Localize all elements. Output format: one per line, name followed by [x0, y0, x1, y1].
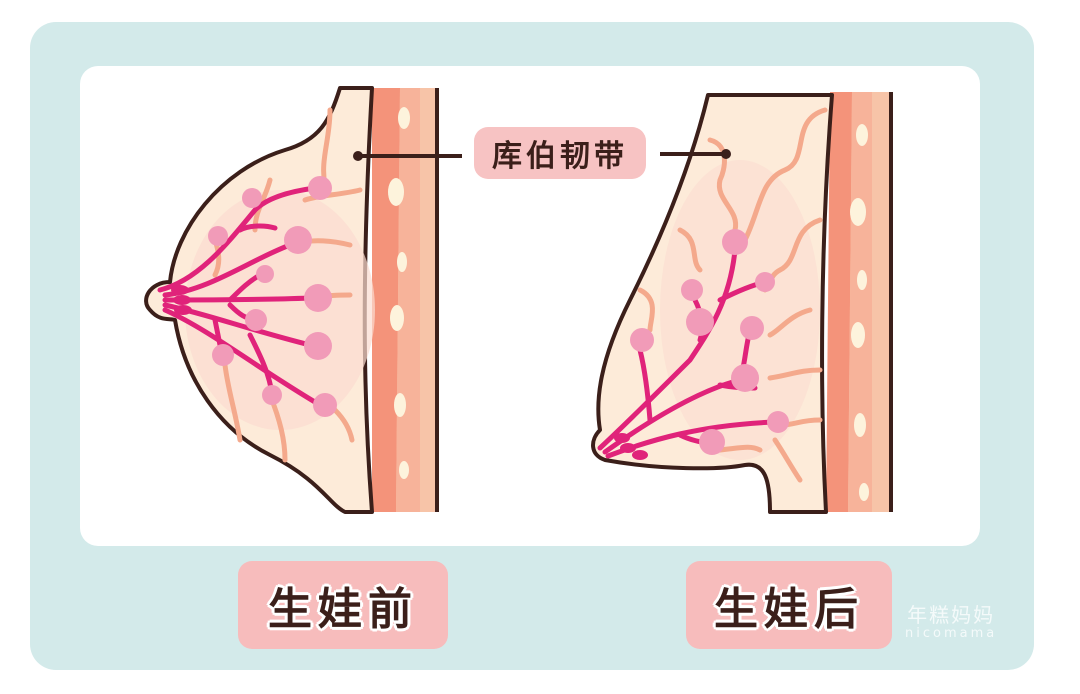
- after-birth-label: 生娃后: [686, 561, 892, 649]
- cooper-ligament-callout: 库伯韧带: [474, 127, 646, 179]
- before-breast-figure: [144, 86, 462, 514]
- watermark-en: nicomama: [905, 626, 998, 641]
- rib-marks: [850, 124, 869, 501]
- rib-marks: [388, 107, 410, 479]
- watermark-cn: 年糕妈妈: [907, 603, 996, 627]
- before-birth-label: 生娃前: [238, 561, 448, 649]
- watermark: 年糕妈妈 nicomama: [905, 605, 997, 640]
- after-breast-figure: [591, 92, 893, 514]
